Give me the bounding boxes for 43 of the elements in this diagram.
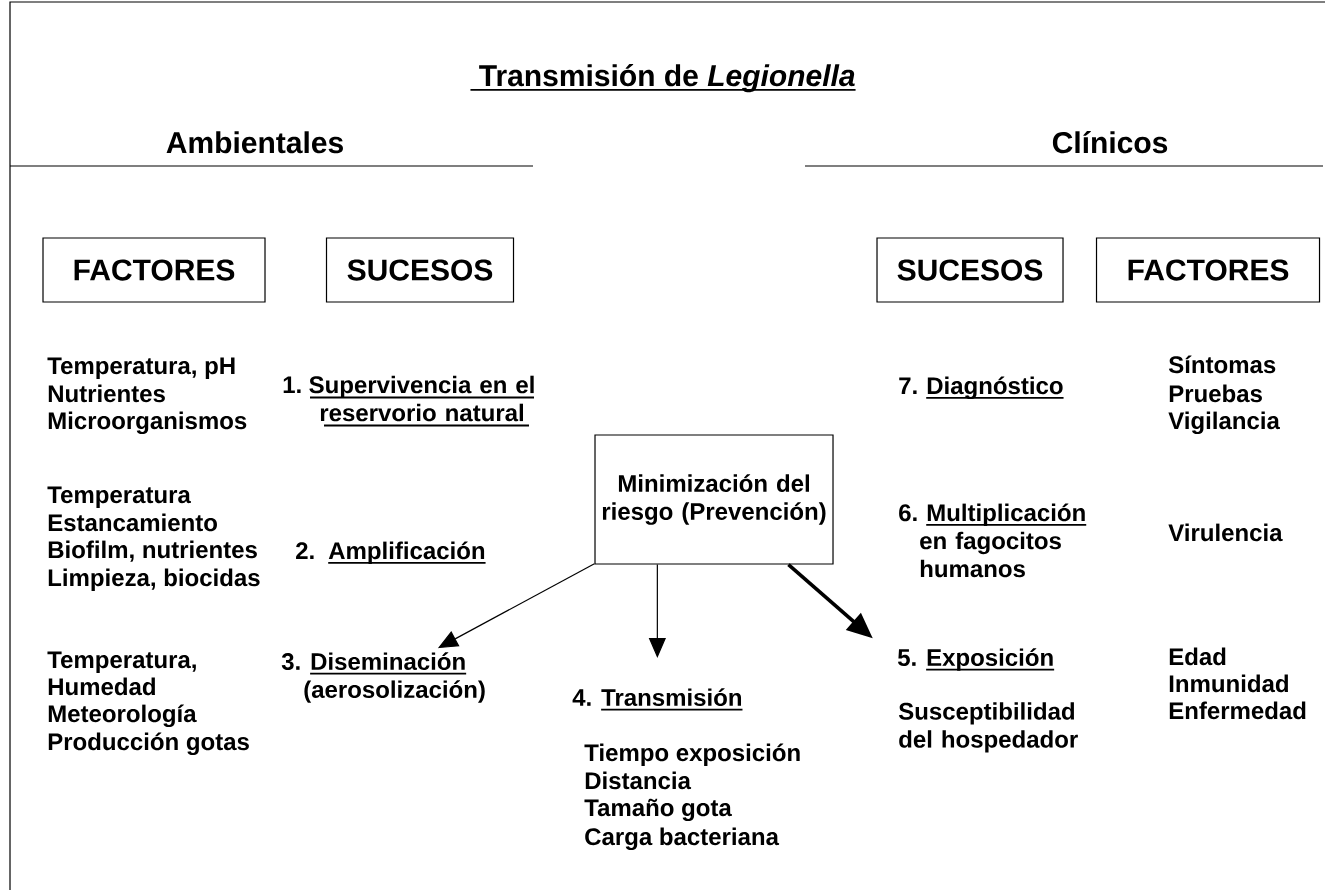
step-number: 7. xyxy=(899,377,917,394)
factor-text: Distancia xyxy=(585,771,692,790)
factor-text: Biofilm, nutrientes xyxy=(48,540,257,562)
factor-text: Edad xyxy=(1169,647,1226,666)
step-label: 3. Diseminación (aerosolización) xyxy=(281,652,485,703)
factor-text: Vigilancia xyxy=(1168,411,1280,435)
factor-text: Nutrientes xyxy=(48,384,165,403)
factor-text: Carga bacteriana xyxy=(585,827,780,851)
factor-text: Meteorología xyxy=(48,704,197,728)
factor-text: Limpieza, biocidas xyxy=(48,568,260,591)
factor-text: Síntomas xyxy=(1168,355,1276,374)
heading-box: FACTORES xyxy=(42,237,266,303)
factor-text: Tiempo exposición xyxy=(584,743,800,766)
factor-text: Producción gotas xyxy=(48,732,249,756)
factor-text: Enfermedad xyxy=(1169,701,1306,720)
step-text: en fagocitos humanos xyxy=(920,531,1061,578)
step-number: 6. xyxy=(899,504,917,522)
factor-text: Pruebas xyxy=(1169,384,1262,403)
factor-text: Estancamiento xyxy=(48,513,217,532)
process-box: Minimización del riesgo (Prevención) xyxy=(594,434,834,565)
section-heading: Ambientales xyxy=(166,131,343,154)
heading-box: SUCESOS xyxy=(876,237,1064,303)
step-label: 4. Transmisión xyxy=(572,688,744,711)
step-number: 2. xyxy=(296,542,314,559)
factor-text: Inmunidad xyxy=(1169,674,1288,693)
factor-text: Humedad xyxy=(48,677,155,696)
factor-text: Temperatura xyxy=(47,486,191,508)
factor-text: Microorganismos xyxy=(48,411,247,435)
heading-box: SUCESOS xyxy=(325,237,515,303)
step-text: Susceptibilidad del hospedador xyxy=(898,702,1078,753)
heading-box: FACTORES xyxy=(1095,237,1321,303)
factor-text: Temperatura, xyxy=(47,651,196,673)
step-title: Diagnóstico xyxy=(925,376,1065,400)
factor-text: Virulencia xyxy=(1168,523,1283,542)
factor-text: Temperatura, pH xyxy=(47,357,235,379)
step-title: Supervivencia en el reservorio natural xyxy=(309,375,535,427)
factor-text: Tamaño gota xyxy=(584,798,732,822)
step-title: Amplificación xyxy=(327,541,487,564)
section-heading: Clínicos xyxy=(1052,131,1168,154)
title: Transmisión de Legionella xyxy=(469,64,857,93)
step-label: 5. Exposición xyxy=(897,648,1056,671)
step-number: 1. xyxy=(283,376,301,393)
step-title: Multiplicación xyxy=(925,503,1088,526)
